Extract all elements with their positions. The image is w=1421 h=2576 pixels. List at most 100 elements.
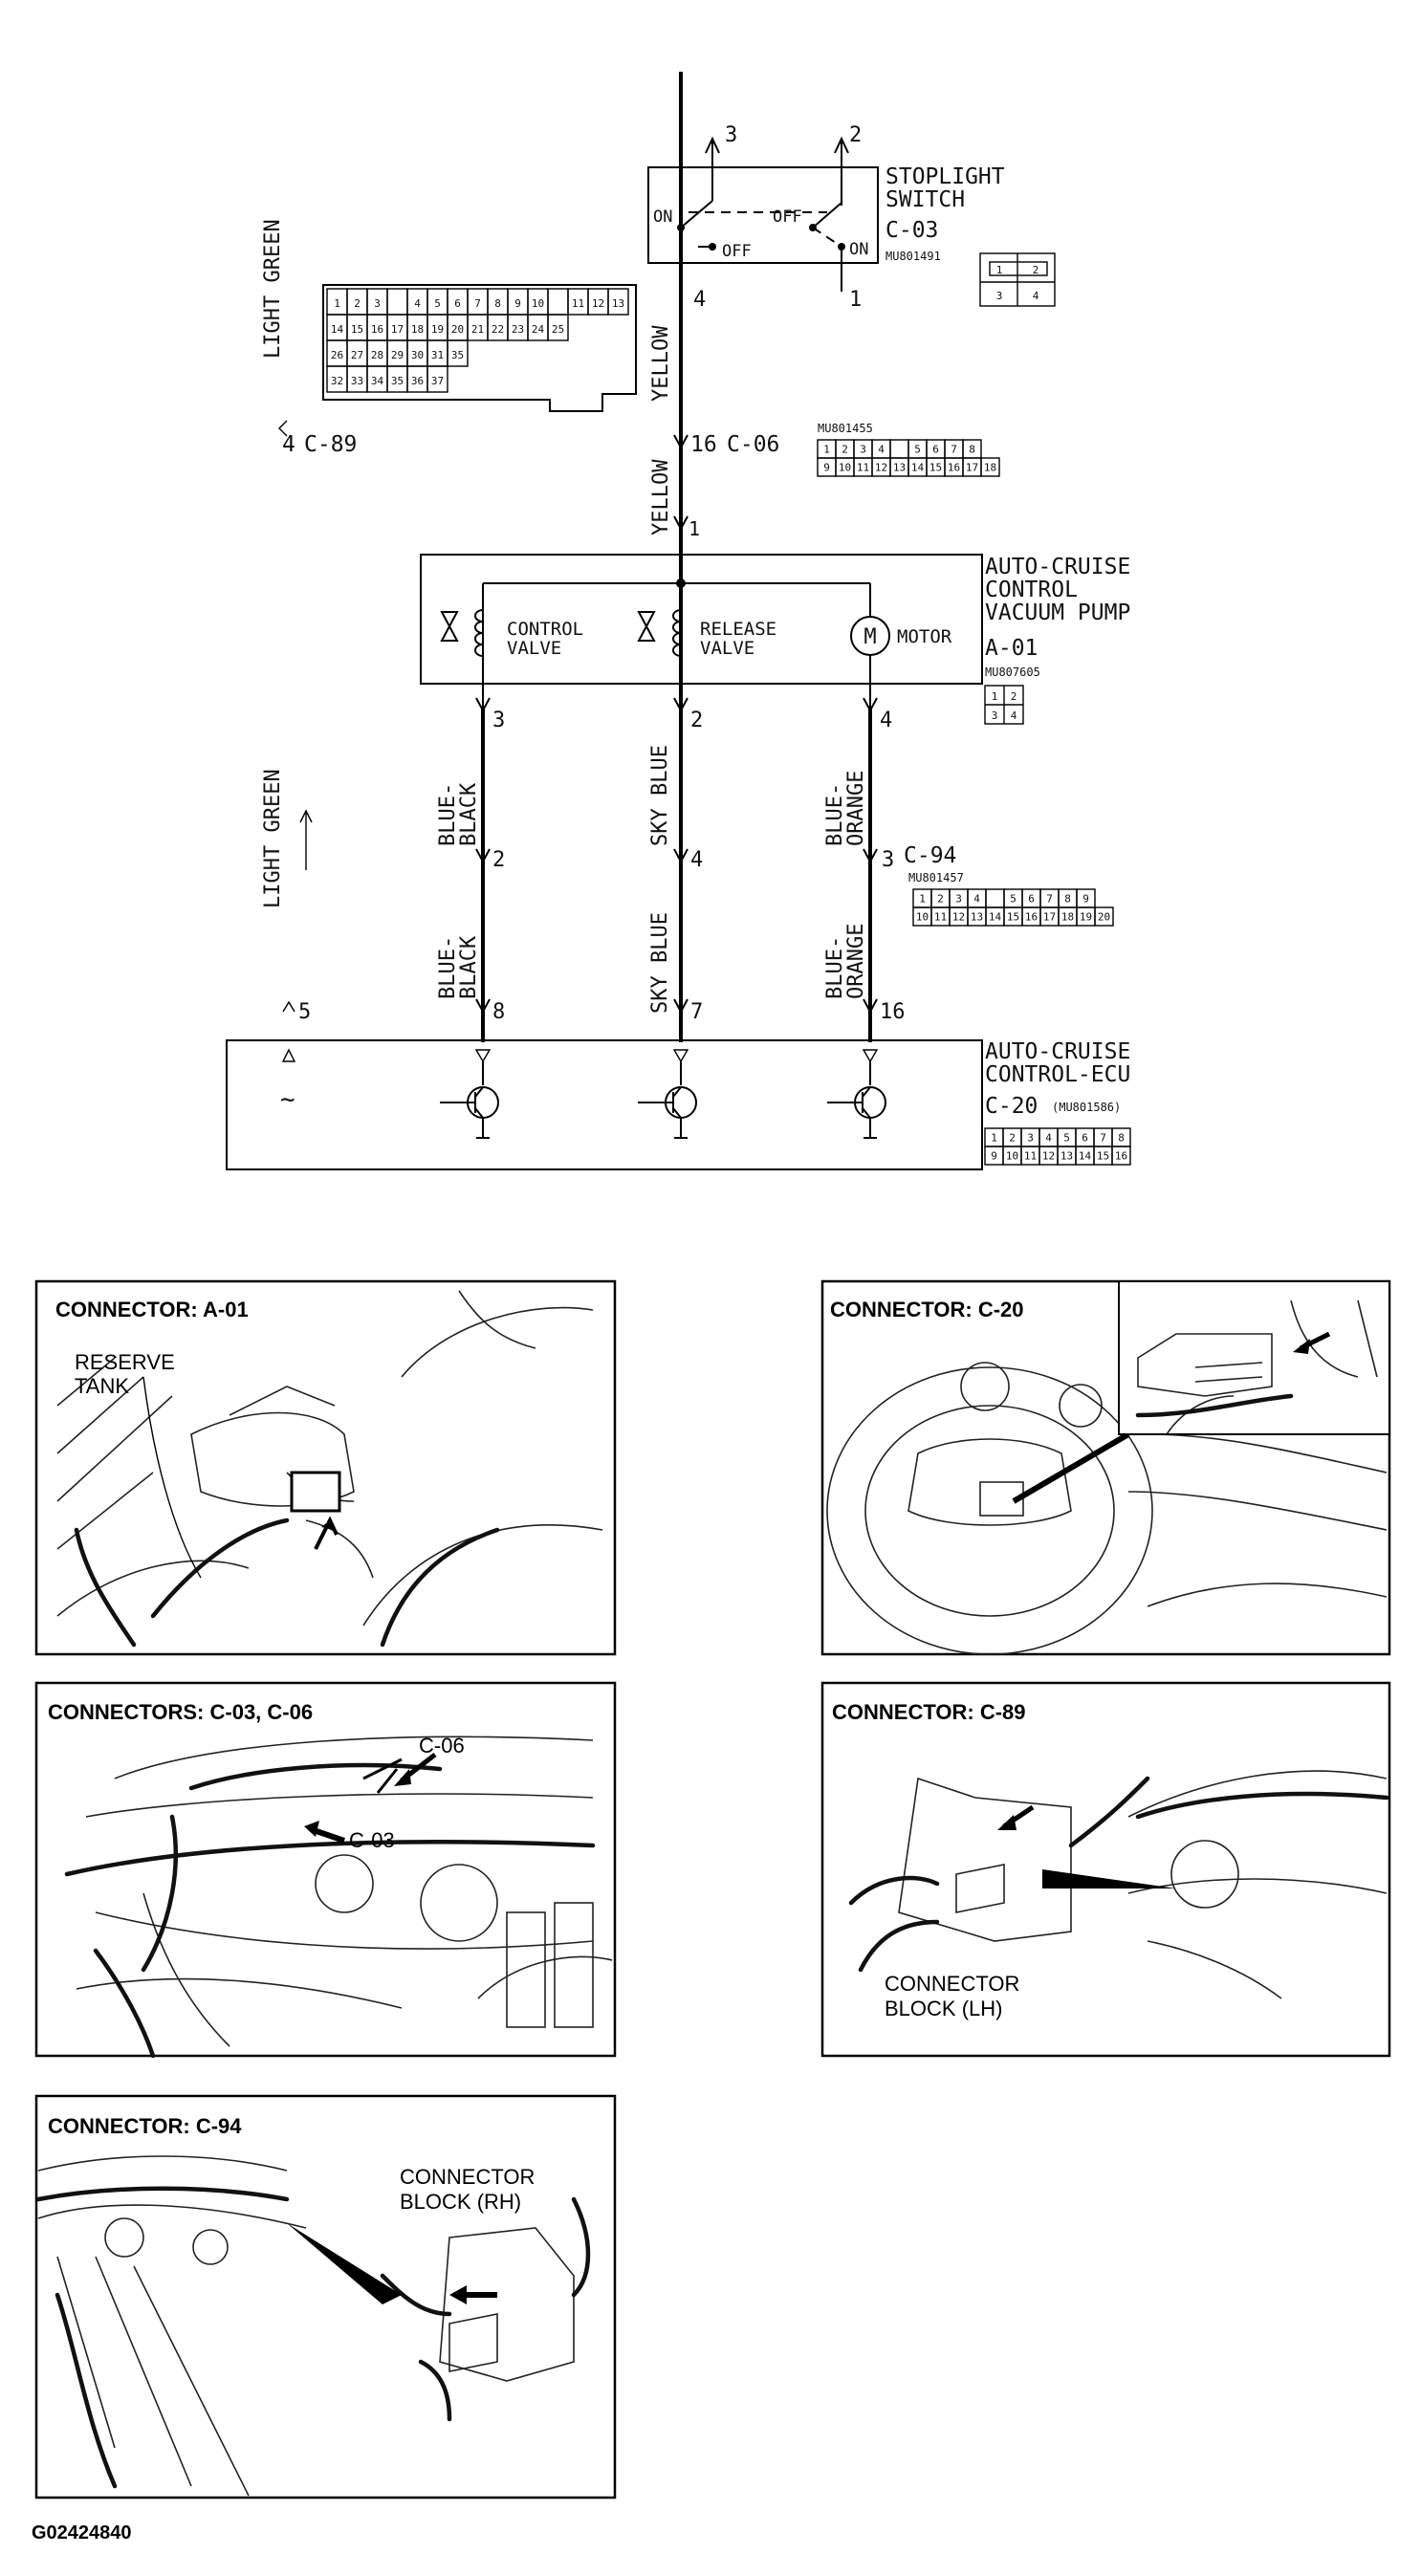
c06-pin-number: 18 <box>984 461 996 473</box>
c89-pin-number: 16 <box>371 323 383 336</box>
c89-pin-number: 37 <box>431 375 444 387</box>
c20-pin-number: 2 <box>1009 1131 1016 1144</box>
c89-title: CONNECTOR: C-89 <box>832 1700 1026 1724</box>
c06-pin-number: 7 <box>951 443 957 455</box>
c06-pin-number: 10 <box>839 461 851 473</box>
c06-callout: C-06 <box>419 1734 465 1757</box>
c20-pin-number: 14 <box>1079 1149 1092 1162</box>
ecu-title-1: AUTO-CRUISE <box>985 1039 1130 1064</box>
c89-pin-number: 19 <box>431 323 444 336</box>
switch-off-lower: OFF <box>722 242 752 261</box>
c89-pin-number: 27 <box>351 349 363 361</box>
pump-pin-3: 3 <box>492 709 505 732</box>
c06-pin-number: 9 <box>823 461 830 473</box>
c89-callout-1: CONNECTOR <box>885 1972 1019 1996</box>
switch-connector: C-03 <box>885 218 938 243</box>
release-valve-2: VALVE <box>700 638 754 659</box>
c89-pin: 4 <box>282 432 295 457</box>
bo-top-1: BLUE- <box>823 783 847 846</box>
pump-title-3: VACUUM PUMP <box>985 600 1130 625</box>
c06-pin-number: 2 <box>842 443 848 455</box>
release-valve-1: RELEASE <box>700 619 776 640</box>
svg-text:2: 2 <box>1033 264 1039 276</box>
c89-pin-number: 26 <box>331 349 343 361</box>
figure-id: G02424840 <box>32 2522 132 2543</box>
c89-pin-number: 2 <box>354 297 361 310</box>
sky-blue-top: SKY BLUE <box>648 745 672 846</box>
c89-pin-number: 14 <box>331 323 344 336</box>
c94-pin-number: 20 <box>1098 910 1110 923</box>
switch-pin-3: 3 <box>725 123 737 147</box>
c89-pin-cell <box>426 365 448 393</box>
sky-blue-bot: SKY BLUE <box>648 912 672 1014</box>
bo-top-2: ORANGE <box>844 771 868 846</box>
c89-pin-cell <box>386 288 408 316</box>
light-green-left: LIGHT GREEN <box>261 769 285 908</box>
c94-callout-2: BLOCK (RH) <box>400 2190 521 2214</box>
c94-pin-number: 14 <box>989 910 1002 923</box>
c89-pin-number: 30 <box>411 349 424 361</box>
c94-pin-number: 15 <box>1007 910 1019 923</box>
pump-pin-2: 2 <box>690 709 703 732</box>
c20-pin-number: 8 <box>1118 1131 1125 1144</box>
locator-c03-c06: CONNECTORS: C-03, C-06 C-06 C-03 <box>34 1681 617 2059</box>
c20-pin-number: 5 <box>1063 1131 1070 1144</box>
c89-pin-number: 29 <box>391 349 404 361</box>
switch-part-no: MU801491 <box>885 250 941 263</box>
c94-pin-number: 11 <box>934 910 947 923</box>
switch-on-right: ON <box>849 240 868 259</box>
c06-pin-number: 3 <box>860 443 866 455</box>
bo-bot-2: ORANGE <box>844 924 868 999</box>
c03-callout: C-03 <box>349 1828 395 1852</box>
c94-pin-number: 17 <box>1043 910 1056 923</box>
c94-pin-number: 9 <box>1082 892 1089 905</box>
c94-pin-number: 19 <box>1080 910 1092 923</box>
c94-pin-4: 4 <box>690 848 703 872</box>
bb-bot-2: BLACK <box>457 935 481 999</box>
c89-pin-number: 25 <box>552 323 564 336</box>
c20-title: CONNECTOR: C-20 <box>830 1298 1024 1321</box>
c06-pin-number: 15 <box>929 461 942 473</box>
c06-label: C-06 <box>727 432 779 457</box>
ecu-pin-8: 8 <box>492 1000 505 1024</box>
c89-pin-number: 1 <box>334 297 340 310</box>
c06-pin-number: 14 <box>911 461 925 473</box>
switch-on-left: ON <box>653 207 672 227</box>
bb-bot-1: BLUE- <box>436 936 460 999</box>
c94-pin-number: 18 <box>1061 910 1074 923</box>
c89-pin-number: 11 <box>572 297 584 310</box>
vacuum-pump: 1 M CONTROL VALVE RELEASE VALVE MOTOR AU… <box>420 515 1130 725</box>
pump-part-no: MU807605 <box>985 666 1040 679</box>
c89-pin-number: 9 <box>514 297 521 310</box>
c20-pin-number: 16 <box>1115 1149 1127 1162</box>
switch-pin-2: 2 <box>849 123 862 147</box>
c89-pin-number: 24 <box>532 323 545 336</box>
bb-top-2: BLACK <box>457 782 481 846</box>
c89-pin-number: 3 <box>374 297 381 310</box>
c94-pin-3: 3 <box>882 848 894 872</box>
pump-pin-4: 4 <box>880 709 892 732</box>
c89-pin-number: 4 <box>414 297 421 310</box>
pump-title-2: CONTROL <box>985 578 1078 602</box>
a01-connector-face: 1 2 3 4 <box>984 685 1024 725</box>
c94-pin-number: 13 <box>971 910 983 923</box>
c89-pin-number: 34 <box>371 375 384 387</box>
c94-callout-1: CONNECTOR <box>400 2165 535 2189</box>
c94-pin-2: 2 <box>492 848 505 872</box>
c06-pin-number: 13 <box>893 461 906 473</box>
yellow-label-top: YELLOW <box>649 325 673 402</box>
c20-pin-number: 15 <box>1097 1149 1109 1162</box>
c20-pin-number: 9 <box>991 1149 997 1162</box>
c89-pin-number: 7 <box>474 297 481 310</box>
c89-pin-cell <box>547 314 569 341</box>
ecu-part-no: (MU801586) <box>1052 1101 1121 1114</box>
c06-pin-number: 16 <box>948 461 960 473</box>
locator-c94: CONNECTOR: C-94 CONNECTOR BLOCK (RH) <box>34 2094 617 2500</box>
c89-pin-number: 35 <box>451 349 464 361</box>
ecu-connector: C-20 <box>985 1094 1038 1119</box>
c89-pin-cell <box>607 288 629 316</box>
c94-pin-number: 3 <box>955 892 962 905</box>
